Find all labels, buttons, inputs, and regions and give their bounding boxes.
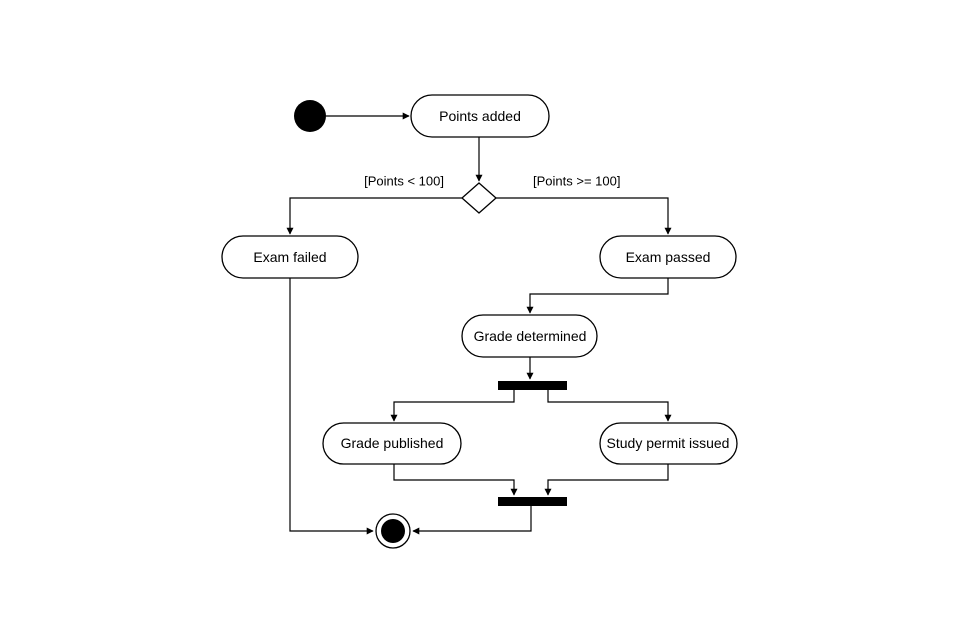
action-points-added-shape bbox=[410, 94, 550, 138]
action-grade-determined[interactable]: Grade determined bbox=[461, 314, 598, 358]
action-grade-published[interactable]: Grade published bbox=[322, 422, 462, 465]
edge-decision-to-exam-passed bbox=[496, 197, 672, 235]
guard-label-fail: [Points < 100] bbox=[364, 174, 444, 189]
decision-node bbox=[461, 182, 497, 214]
action-points-added-label: Points added bbox=[439, 108, 521, 124]
edge-grade-published-to-join bbox=[393, 464, 518, 496]
edge-decision-to-exam-failed bbox=[286, 197, 462, 235]
action-exam-passed-label: Exam passed bbox=[626, 249, 711, 265]
fork-bar bbox=[498, 381, 567, 390]
join-bar bbox=[498, 497, 567, 506]
edge-exam-failed-to-end bbox=[289, 278, 374, 535]
edge-fork-to-grade-published bbox=[390, 390, 515, 422]
edges bbox=[286, 112, 672, 535]
action-study-permit-issued-label: Study permit issued bbox=[607, 435, 730, 451]
action-study-permit-issued-shape bbox=[599, 422, 738, 465]
action-grade-published-shape bbox=[322, 422, 462, 465]
action-study-permit-issued[interactable]: Study permit issued bbox=[599, 422, 738, 465]
guard-label-pass: [Points >= 100] bbox=[533, 174, 620, 189]
action-exam-passed-shape bbox=[599, 235, 737, 279]
action-exam-passed[interactable]: Exam passed bbox=[599, 235, 737, 279]
action-points-added[interactable]: Points added bbox=[410, 94, 550, 138]
final-node-dot bbox=[381, 519, 405, 543]
action-grade-determined-label: Grade determined bbox=[474, 328, 587, 344]
action-grade-determined-shape bbox=[461, 314, 598, 358]
edge-join-to-end bbox=[412, 506, 532, 535]
action-exam-failed-label: Exam failed bbox=[253, 249, 326, 265]
edge-study-permit-issued-to-join bbox=[544, 464, 669, 496]
initial-node bbox=[294, 100, 326, 132]
action-grade-published-label: Grade published bbox=[341, 435, 444, 451]
action-exam-failed[interactable]: Exam failed bbox=[221, 235, 359, 279]
final-node bbox=[375, 513, 411, 549]
edge-fork-to-study-permit-issued bbox=[547, 390, 672, 422]
edge-exam-passed-to-grade-determined bbox=[526, 278, 669, 314]
action-exam-failed-shape bbox=[221, 235, 359, 279]
